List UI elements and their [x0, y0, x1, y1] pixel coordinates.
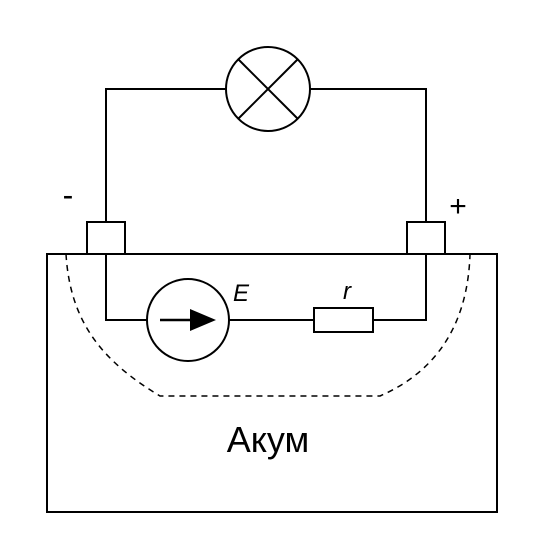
negative-label: -	[63, 177, 74, 213]
emf-source-icon	[146, 278, 230, 362]
negative-terminal	[86, 221, 126, 255]
battery-case	[46, 253, 498, 513]
battery-label: Акум	[227, 419, 310, 460]
internal-wire-right	[373, 254, 427, 321]
internal-wire-left	[105, 254, 147, 321]
resistance-label: r	[343, 278, 352, 305]
positive-label: +	[449, 190, 467, 223]
battery-internal-boundary	[65, 253, 471, 397]
positive-terminal	[406, 221, 446, 255]
external-wire-right	[310, 88, 427, 222]
lamp-icon	[225, 46, 311, 132]
resistor-icon	[313, 307, 374, 333]
emf-label: E	[233, 280, 250, 307]
external-wire-left	[105, 88, 226, 222]
